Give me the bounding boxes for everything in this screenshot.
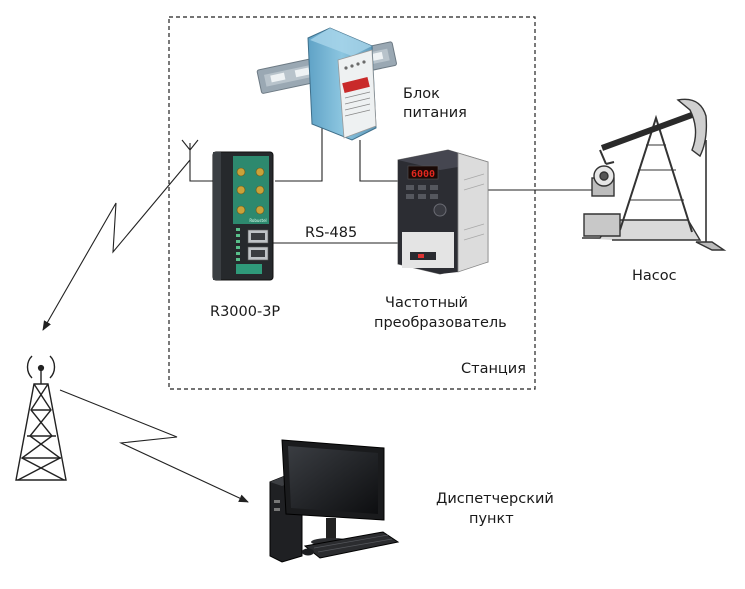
dispatch-label-line2: пункт bbox=[469, 511, 514, 527]
psu-to-router-line bbox=[275, 128, 323, 182]
power-supply-label-line1: Блок bbox=[403, 86, 440, 102]
pumpjack-icon bbox=[582, 98, 727, 251]
power-supply-label-line2: питания bbox=[403, 105, 467, 121]
vfd-label-line1: Частотный bbox=[385, 295, 468, 311]
wireless-link-router-tower bbox=[42, 159, 191, 331]
wireless-link-tower-dispatch bbox=[59, 389, 249, 503]
radio-tower-icon bbox=[15, 355, 67, 481]
connection-lines bbox=[189, 128, 597, 244]
router-antenna-lead bbox=[189, 160, 213, 182]
vfd-display-text: 6000 bbox=[411, 169, 435, 180]
rs485-label: RS-485 bbox=[305, 225, 357, 241]
psu-to-vfd-line bbox=[359, 140, 398, 182]
router-label: R3000-3P bbox=[210, 304, 280, 320]
dispatch-label-line1: Диспетчерский bbox=[436, 491, 554, 507]
vfd-device: 6000 bbox=[397, 149, 489, 275]
router-device: Robustel bbox=[212, 151, 274, 281]
antenna-icon bbox=[181, 139, 199, 160]
router-brand-text: Robustel bbox=[249, 218, 266, 223]
vfd-label-line2: преобразователь bbox=[374, 315, 507, 331]
station-label: Станция bbox=[461, 361, 526, 377]
computer-workstation-icon bbox=[269, 439, 400, 563]
station-boundary bbox=[168, 16, 536, 390]
power-supply-unit bbox=[256, 27, 397, 141]
pump-label: Насос bbox=[632, 268, 677, 284]
